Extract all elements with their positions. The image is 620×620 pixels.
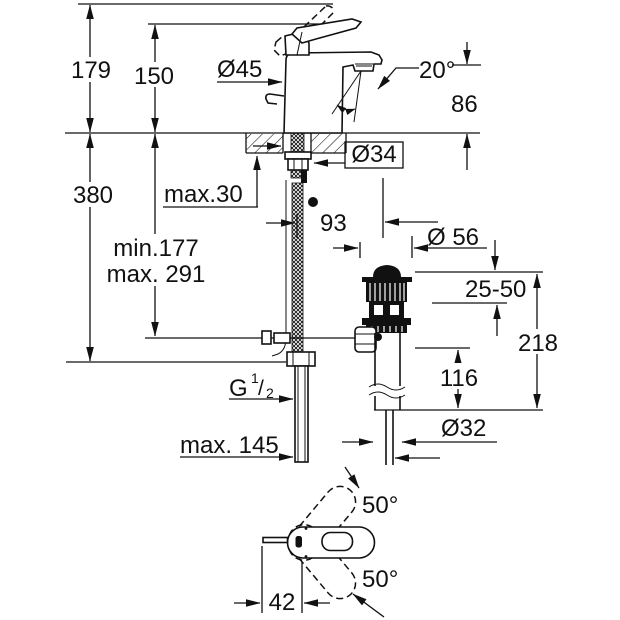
- pull-rod-top-view: [262, 536, 289, 544]
- lever-handle: [284, 18, 363, 56]
- faucet-mounting-parts: [261, 132, 318, 463]
- drain-dome-cap: [373, 265, 401, 277]
- dim-diameter-32: Ø32: [441, 415, 486, 442]
- dim-179: 179: [71, 57, 111, 84]
- dim-42: 42: [269, 589, 296, 616]
- drain-knurled-ring: [366, 282, 407, 302]
- hose-nut-dot: [308, 197, 318, 207]
- dim-diameter-34: Ø34: [351, 141, 396, 168]
- dim-218: 218: [518, 330, 558, 357]
- svg-text:2: 2: [266, 385, 274, 401]
- rod-clamp: [354, 326, 382, 353]
- dim-swivel-50-top: 50°: [362, 492, 398, 519]
- stream-angle-lines: [331, 70, 362, 123]
- faucet-front-view: [265, 5, 383, 134]
- pull-rod-knob: [265, 93, 285, 105]
- dim-max-145: max. 145: [180, 432, 279, 459]
- dim-150: 150: [134, 63, 174, 90]
- svg-text:/: /: [258, 377, 264, 400]
- dim-diameter-56: Ø 56: [427, 224, 479, 251]
- supply-pipe-end: [294, 365, 309, 463]
- g-half-fitting-nut: [286, 351, 316, 367]
- pop-up-rod-clevis: [261, 330, 291, 345]
- dimension-labels: 179 150 Ø45 20° 86 380 max.30 Ø34 93 Ø 5…: [69, 56, 559, 616]
- svg-text:G: G: [229, 375, 248, 402]
- pipe-break-symbol: [368, 383, 406, 391]
- dim-g-half-thread: G 1 / 2: [229, 370, 274, 402]
- drain-flange-ring: [362, 318, 411, 325]
- dim-86: 86: [451, 91, 478, 118]
- mounting-nut: [287, 158, 309, 171]
- dim-diameter-45: Ø45: [217, 56, 262, 83]
- dim-max-291: max. 291: [107, 261, 206, 288]
- dim-25-50: 25-50: [465, 276, 526, 303]
- flexible-supply-hose: [291, 182, 304, 353]
- dim-swivel-50-bottom: 50°: [362, 566, 398, 593]
- dim-max-30: max.30: [164, 181, 243, 208]
- svg-text:1: 1: [251, 370, 259, 386]
- reference-lines: [65, 3, 543, 411]
- faucet-top-view: [234, 466, 385, 618]
- dim-93: 93: [320, 210, 347, 237]
- dim-min-177: min.177: [113, 235, 198, 262]
- handle-top-slot: [321, 531, 354, 552]
- mounting-stud: [301, 170, 307, 183]
- drain-assembly: [354, 265, 412, 465]
- dim-380: 380: [73, 182, 113, 209]
- deck-hatching: [245, 133, 347, 154]
- dim-116: 116: [440, 365, 478, 392]
- drain-tailpipe: [368, 333, 406, 465]
- mounting-washer: [284, 151, 312, 160]
- handle-top-mark: [295, 536, 302, 548]
- dim-angle-20: 20°: [419, 57, 455, 84]
